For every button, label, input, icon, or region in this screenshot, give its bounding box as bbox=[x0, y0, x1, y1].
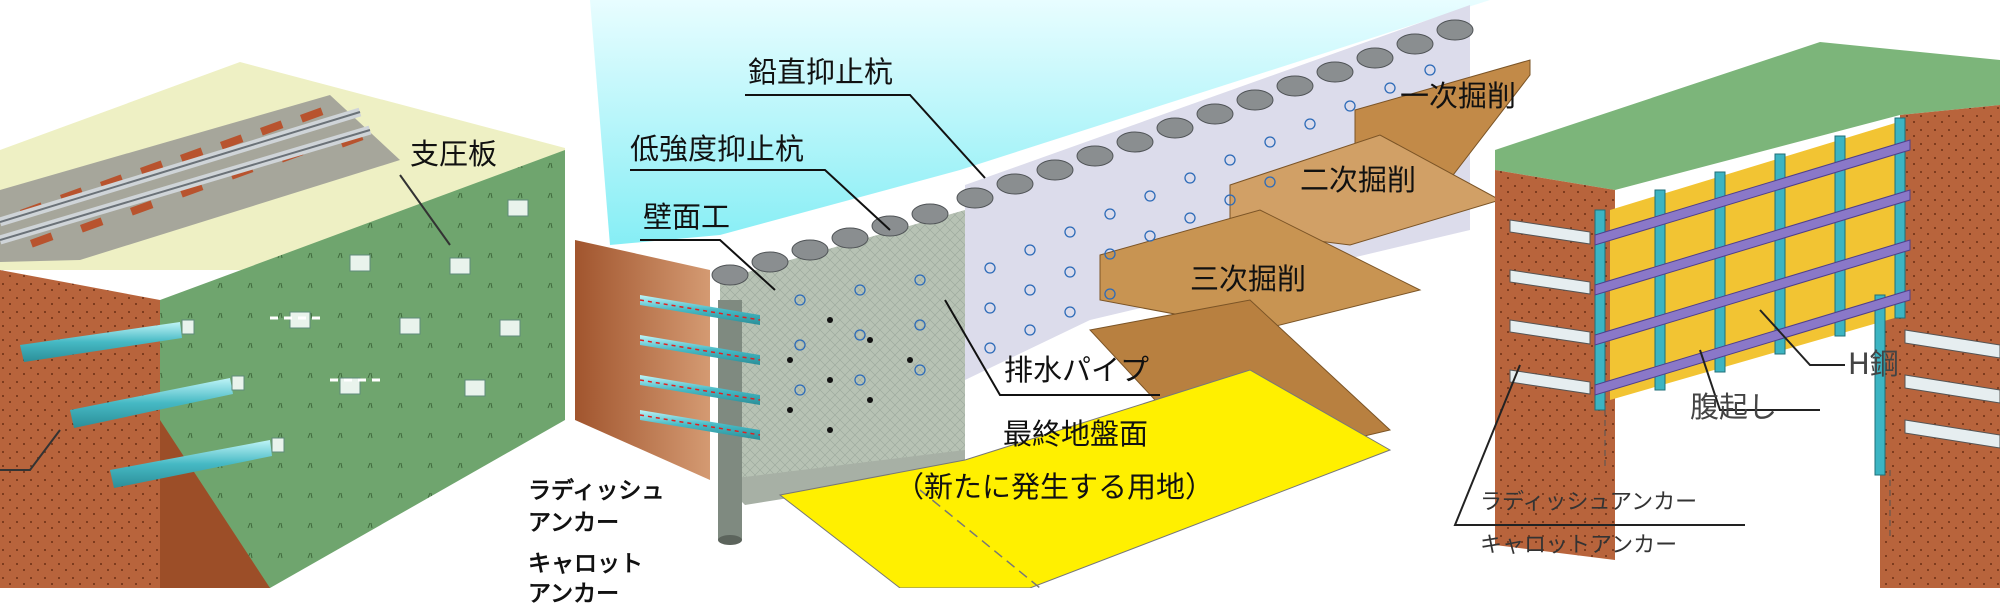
left-panel bbox=[0, 62, 565, 588]
carrot-anchor-label-line1: キャロット bbox=[528, 551, 643, 577]
wall-panel bbox=[965, 5, 1470, 380]
left-anchor-leader bbox=[0, 429, 61, 471]
center-panel bbox=[575, 0, 1531, 588]
pile-shaft bbox=[718, 300, 742, 540]
drain-pipe-markers bbox=[794, 64, 1436, 396]
radish-anchor-label: ラディッシュアンカー bbox=[1480, 490, 1698, 515]
carrot-anchor-label-line2: アンカー bbox=[528, 581, 620, 607]
bearing-plate-label: 支圧板 bbox=[410, 137, 498, 171]
waling-label: 腹起し bbox=[1690, 390, 1778, 424]
radish-anchor-label-line2: アンカー bbox=[528, 510, 620, 536]
final-ground-label-line2: （新たに発生する用地） bbox=[895, 470, 1215, 504]
left-anchors bbox=[20, 316, 380, 488]
radish-anchor-label-line1: ラディッシュ bbox=[528, 478, 665, 504]
bearing-plate-leader bbox=[399, 174, 451, 246]
low-strength-pile-label: 低強度抑止杭 bbox=[630, 132, 805, 166]
right-leaders bbox=[1453, 309, 1845, 526]
center-soil-left bbox=[575, 240, 710, 480]
excavation-2-label: 二次掘削 bbox=[1300, 163, 1417, 197]
left-soil-face bbox=[0, 270, 160, 588]
waling-beams bbox=[1594, 139, 1911, 396]
vertical-pile-label: 鉛直抑止杭 bbox=[748, 55, 894, 89]
right-soil-side bbox=[1900, 105, 2000, 330]
carrot-anchor-label: キャロットアンカー bbox=[1480, 533, 1678, 558]
excavation-1-label: 一次掘削 bbox=[1400, 79, 1517, 113]
right-anchors bbox=[1509, 219, 2000, 449]
excavation-3-label: 三次掘削 bbox=[1190, 262, 1307, 296]
illustration-canvas bbox=[0, 0, 2000, 588]
sky bbox=[590, 0, 1490, 245]
rails bbox=[0, 107, 372, 245]
h-steel-beams bbox=[1594, 117, 1906, 476]
h-steel-label: H鋼 bbox=[1848, 347, 1899, 381]
retaining-panels bbox=[1610, 120, 1905, 400]
bearing-plates bbox=[289, 199, 529, 397]
final-ground-label-line1: 最終地盤面 bbox=[1003, 417, 1149, 451]
final-ground-surface bbox=[778, 369, 1392, 588]
anchor-heads bbox=[787, 317, 913, 433]
wall-face bbox=[720, 210, 965, 490]
wall-label: 壁面工 bbox=[643, 200, 731, 234]
excavation-steps bbox=[1089, 59, 1531, 471]
right-soil-back bbox=[1495, 170, 1615, 560]
rail-sleepers bbox=[19, 107, 364, 248]
right-panel bbox=[1453, 42, 2000, 588]
bottom-beam bbox=[720, 450, 965, 505]
right-top-grass bbox=[1495, 42, 2000, 190]
drain-pipe-label: 排水パイプ bbox=[1004, 353, 1150, 387]
center-leaders bbox=[630, 94, 1160, 396]
radish-anchors bbox=[639, 295, 761, 440]
